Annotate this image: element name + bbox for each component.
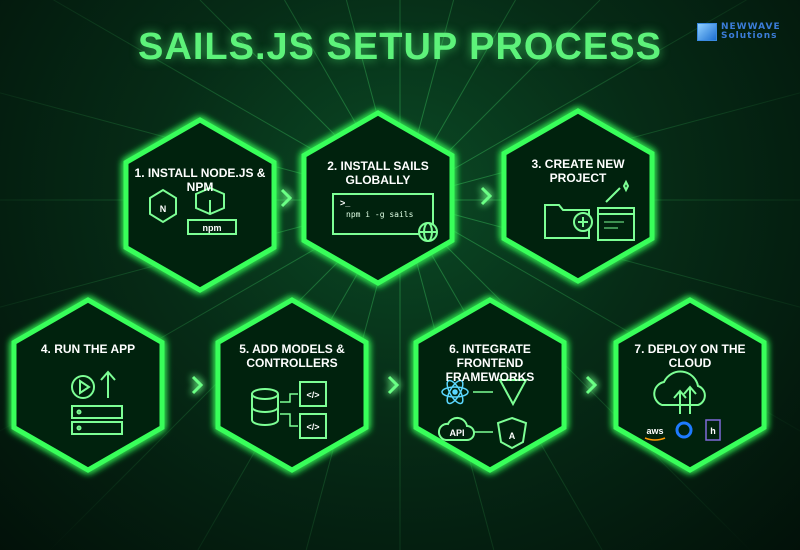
aws-logo: aws	[644, 426, 666, 441]
step-hexagon-1	[123, 117, 277, 293]
connector-lines	[280, 393, 298, 427]
logo-line1: NEWWAVE	[721, 22, 781, 32]
vue-icon	[498, 379, 528, 407]
code-file-icon: </>	[299, 413, 327, 439]
light-ray	[399, 0, 747, 201]
page-title: SAILS.JS SETUP PROCESS	[138, 26, 662, 68]
angular-icon: A	[496, 416, 528, 450]
nodejs-icon: N	[149, 188, 177, 224]
npm-logo: npm	[187, 219, 237, 235]
step-hexagon-6	[413, 297, 567, 473]
terminal-icon: >_	[332, 193, 434, 235]
server-icon	[71, 405, 123, 435]
step-hexagon-3	[501, 108, 655, 284]
digitalocean-logo	[675, 421, 693, 439]
chevron-right-icon	[480, 186, 493, 206]
folder-plus-icon	[544, 204, 593, 239]
svg-text:npm: npm	[203, 223, 222, 233]
step-label-4: 4. Run the App	[40, 342, 136, 356]
svg-text:</>: </>	[306, 390, 319, 400]
svg-text:aws: aws	[646, 426, 663, 436]
chevron-right-icon	[280, 188, 293, 208]
svg-text:A: A	[509, 431, 516, 441]
package-box-icon	[195, 186, 225, 216]
step-label-6: 6. Integrate Frontend Frameworks	[445, 342, 535, 384]
step-label-2: 2. Install Sails Globally	[327, 159, 429, 187]
step-label-3: 3. Create New Project	[531, 157, 625, 185]
step-hexagon-5	[215, 297, 369, 473]
step-label-1: 1. Install Node.js & NPM	[134, 166, 266, 194]
chevron-right-icon	[387, 375, 400, 395]
chevron-right-icon	[191, 375, 204, 395]
step-hexagon-2	[301, 110, 455, 286]
up-arrow-icon	[100, 370, 116, 398]
svg-text:h: h	[710, 426, 716, 436]
step-hexagon-7	[613, 297, 767, 473]
globe-icon	[418, 222, 438, 242]
code-file-icon: </>	[299, 381, 327, 407]
database-icon	[251, 388, 279, 426]
cloud-upload-icon	[653, 370, 706, 414]
light-ray	[399, 199, 751, 550]
npm-install-command: npm i -g sails	[346, 210, 414, 219]
api-cloud-icon: API	[437, 416, 475, 441]
step-hexagon-4	[11, 297, 165, 473]
code-editor-icon	[597, 207, 635, 241]
heroku-logo: h	[705, 419, 721, 441]
company-logo: NEWWAVE Solutions	[697, 23, 781, 41]
svg-text:API: API	[449, 428, 464, 438]
svg-text:</>: </>	[306, 422, 319, 432]
chevron-right-icon	[585, 375, 598, 395]
bidirectional-arrows	[473, 391, 493, 433]
play-icon	[71, 375, 95, 399]
logo-line2: Solutions	[721, 31, 778, 41]
svg-text:>_: >_	[340, 198, 351, 208]
logo-mark-icon	[697, 23, 717, 41]
svg-text:N: N	[160, 204, 167, 214]
step-label-7: 7. Deploy on the Cloud	[634, 342, 746, 370]
magic-wand-icon	[605, 179, 630, 203]
step-label-5: 5. Add Models & Controllers	[239, 342, 345, 370]
react-icon	[441, 379, 469, 405]
